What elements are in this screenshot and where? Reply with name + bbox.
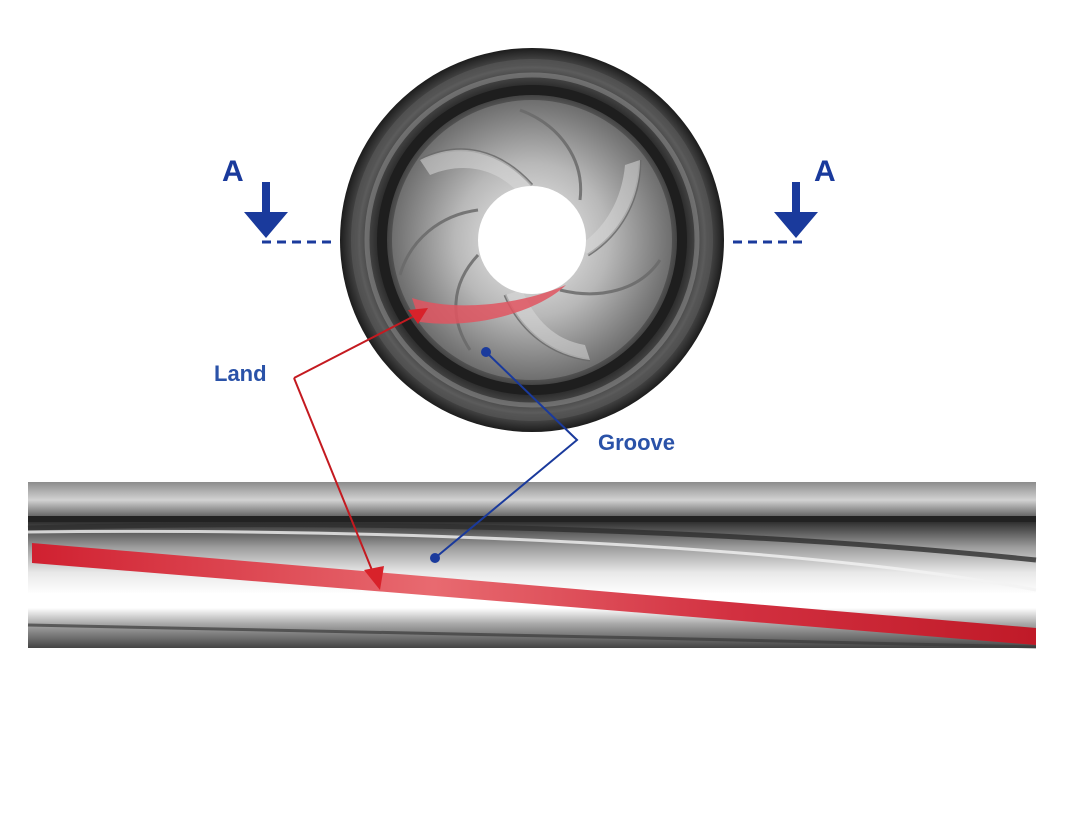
groove-callout: Groove xyxy=(430,347,675,563)
section-marker-left: A xyxy=(222,155,332,244)
land-strip xyxy=(32,543,1036,645)
land-arrow-head-top xyxy=(408,308,428,324)
land-label: Land xyxy=(214,361,267,386)
barrel-top-wall xyxy=(28,482,1036,518)
groove-label: Groove xyxy=(598,430,675,455)
land-callout: Land xyxy=(214,308,428,590)
down-arrow-icon xyxy=(244,182,288,238)
land-arrow-head-bottom xyxy=(364,566,384,590)
barrel-cross-section xyxy=(340,48,724,432)
section-label-left: A xyxy=(222,155,244,188)
bore-opening xyxy=(478,186,586,294)
barrel-longitudinal-section xyxy=(27,482,1037,649)
down-arrow-icon xyxy=(774,182,818,238)
land-highlight xyxy=(412,285,566,324)
groove-marker-bottom xyxy=(430,553,440,563)
section-label-right: A xyxy=(814,155,836,188)
groove-marker-top xyxy=(481,347,491,357)
section-marker-right: A xyxy=(733,155,836,244)
